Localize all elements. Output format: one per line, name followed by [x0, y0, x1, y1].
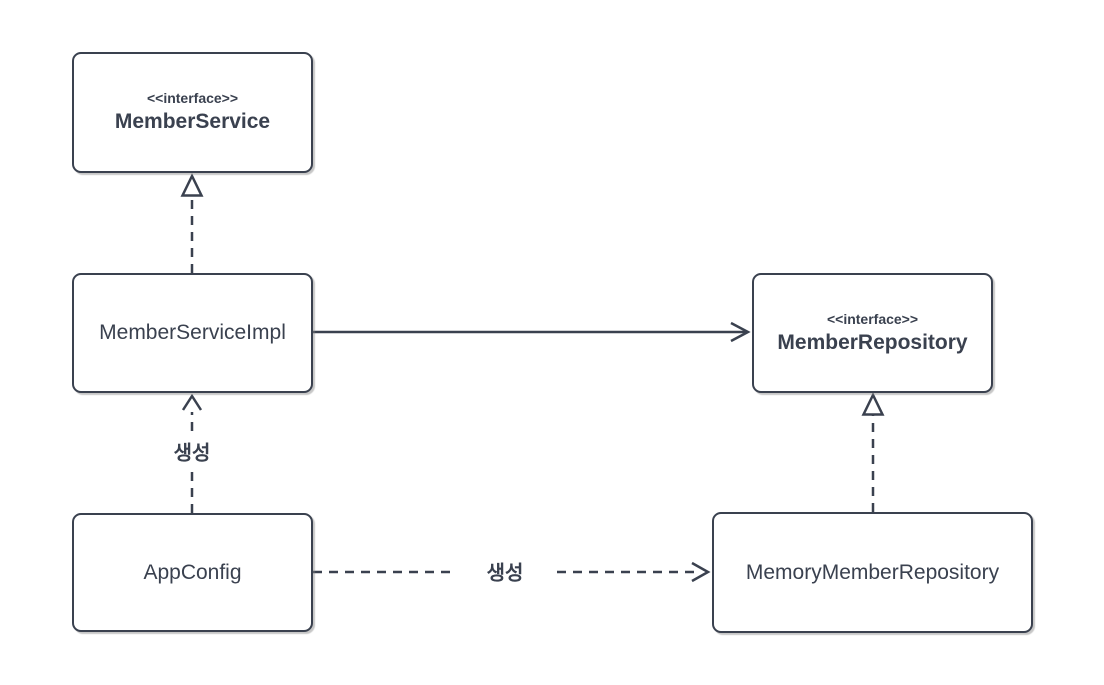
class-name-label: MemberRepository: [777, 330, 968, 354]
open-arrowhead: [181, 393, 203, 411]
edge-appconfig-creates-impl[interactable]: [181, 393, 203, 513]
hollow-triangle-arrowhead: [180, 173, 204, 197]
open-arrowhead: [691, 561, 711, 583]
edge-memory-repo-realizes-repository[interactable]: [861, 392, 885, 512]
open-arrowhead: [730, 321, 751, 343]
stereotype-label: <<interface>>: [826, 310, 919, 327]
edge-label-create-impl: 생성: [171, 436, 213, 466]
stereotype-label: <<interface>>: [146, 90, 239, 107]
edge-label-create-repo: 생성: [484, 556, 526, 586]
class-node-member-service[interactable]: <<interface>> MemberService: [72, 52, 313, 173]
class-node-memory-member-repository[interactable]: MemoryMemberRepository: [712, 512, 1033, 633]
class-node-member-repository[interactable]: <<interface>> MemberRepository: [752, 273, 993, 393]
class-name-label: MemberServiceImpl: [99, 321, 286, 345]
class-node-app-config[interactable]: AppConfig: [72, 513, 313, 632]
edge-appconfig-creates-memory-repo[interactable]: [313, 561, 711, 583]
edge-impl-realizes-service[interactable]: [180, 173, 204, 273]
edge-impl-to-repository[interactable]: [313, 321, 751, 343]
class-node-member-service-impl[interactable]: MemberServiceImpl: [72, 273, 313, 393]
class-name-label: AppConfig: [143, 560, 242, 584]
hollow-triangle-arrowhead: [861, 392, 885, 416]
class-name-label: MemoryMemberRepository: [745, 560, 1000, 584]
class-name-label: MemberService: [114, 110, 271, 134]
